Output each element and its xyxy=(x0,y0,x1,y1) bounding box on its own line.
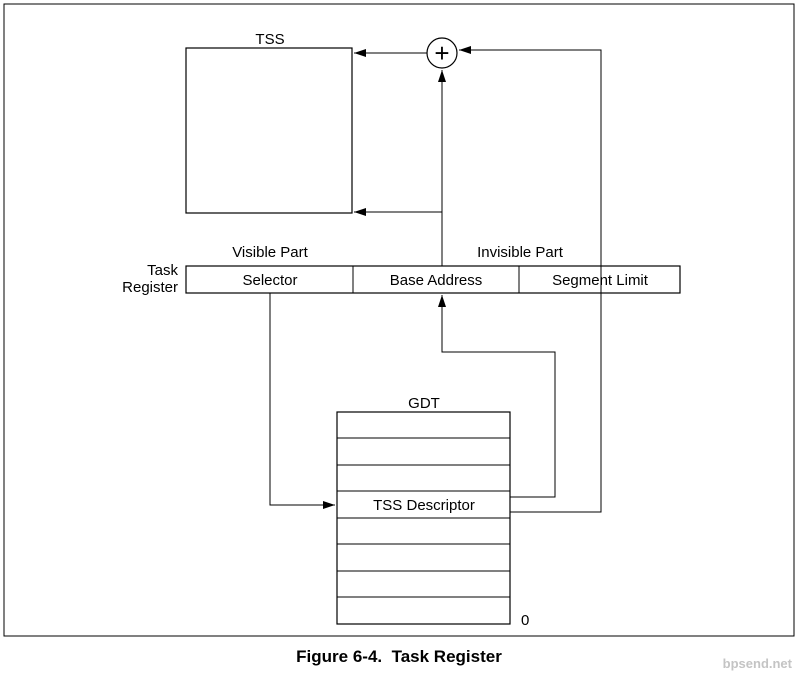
selector-field: Selector xyxy=(242,272,297,289)
watermark: bpsend.net xyxy=(723,656,793,671)
figure-frame xyxy=(3,3,795,637)
task-register xyxy=(185,265,681,294)
invisible-part-label: Invisible Part xyxy=(477,244,564,261)
figure-caption: Figure 6-4. Task Register xyxy=(296,647,502,666)
descriptor-limit-to-adder-arrow xyxy=(459,46,602,513)
visible-part-label: Visible Part xyxy=(232,244,308,261)
tss-segment xyxy=(185,47,353,214)
descriptor-to-base-arrow xyxy=(438,295,556,498)
gdt-bottom-index: 0 xyxy=(521,612,529,629)
task-register-label-line1: Task xyxy=(147,262,178,279)
gdt-table xyxy=(336,411,511,625)
segment-limit-field: Segment Limit xyxy=(552,272,649,289)
task-register-label-line2: Register xyxy=(122,279,178,296)
gdt-label: GDT xyxy=(408,395,440,412)
tss-label: TSS xyxy=(255,31,284,48)
plus-icon: + xyxy=(434,38,449,68)
selector-to-descriptor-arrow xyxy=(269,293,335,509)
base-address-field: Base Address xyxy=(390,272,483,289)
tss-descriptor-entry: TSS Descriptor xyxy=(373,497,475,514)
